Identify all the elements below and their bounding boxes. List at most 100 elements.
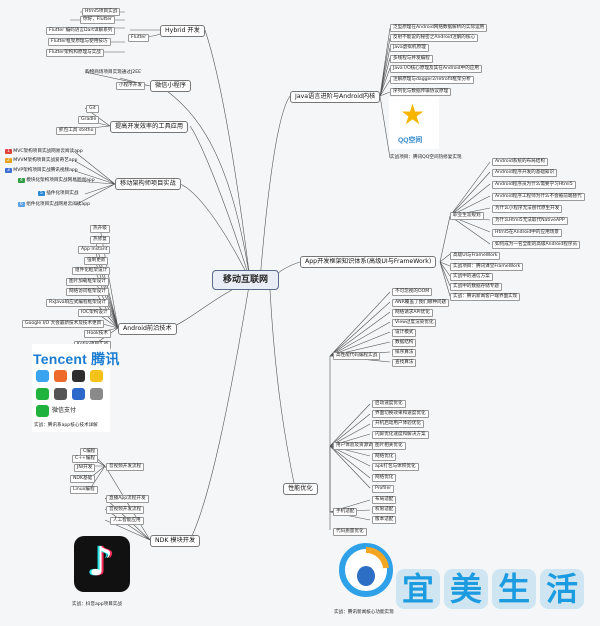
- fw-item-0[interactable]: Android系统的布局结构: [492, 158, 548, 166]
- perf-c-1[interactable]: 权限适配: [372, 506, 397, 514]
- mini-item-0[interactable]: 小程序开发: [116, 82, 145, 90]
- fw-item-10[interactable]: 实战中的通信方案: [450, 273, 493, 281]
- hybrid-flutter[interactable]: Flutter: [128, 34, 150, 42]
- ndk-item-4[interactable]: Linux编程: [70, 486, 98, 494]
- fw-item-4[interactable]: 为什么小程序无法替代原生开发: [492, 205, 563, 213]
- fw-title[interactable]: App开发框架知识体系(高级UI与FrameWork): [300, 256, 437, 268]
- frontier-item-8[interactable]: IOC架构设计: [78, 309, 111, 317]
- fw-item-12[interactable]: 实战：腾讯新闻客户端界面实现: [450, 293, 521, 301]
- arch-item-3[interactable]: 4 模块化架构项目实战网易新闻app: [18, 178, 95, 184]
- ndk-item-3[interactable]: NDK基础: [70, 475, 96, 483]
- ndk-caption: 实战：抖音app项目实战: [72, 602, 122, 607]
- perf-b-4[interactable]: 图片相关优化: [372, 442, 406, 450]
- ndk-item-7[interactable]: 人工智能应用: [110, 517, 144, 525]
- java-item-3[interactable]: 多线程与并发编程: [390, 55, 433, 63]
- ndk-title[interactable]: NDK 模块开发: [150, 535, 201, 547]
- hybrid-item-2[interactable]: Flutter 编码语言Dart详解系列: [46, 27, 116, 35]
- tools-item-1[interactable]: Gradle: [78, 116, 100, 124]
- frontier-item-0[interactable]: 热升级: [90, 225, 110, 233]
- perf-b-7[interactable]: 网络优化: [372, 474, 397, 482]
- fw-item-2[interactable]: Android程序员为什么需要学习Html5: [492, 181, 576, 189]
- perf-b-0[interactable]: 启动速度优化: [372, 400, 406, 408]
- perf-a-0[interactable]: 不可忽视的OOM: [392, 288, 433, 296]
- perf-b-1[interactable]: 界面切换效果和速度优化: [372, 410, 429, 418]
- perf-a-5[interactable]: 数据结构: [392, 339, 417, 347]
- arch-item-2[interactable]: 3 MVP架构项目实战腾讯视频app: [5, 168, 78, 174]
- star-icon: [90, 370, 103, 382]
- fw-item-6[interactable]: Html5在Android中的应用场景: [492, 229, 562, 237]
- arch-item-1[interactable]: 2 MVVM架构项目实战爱奇艺app: [5, 158, 77, 164]
- ndk-sub[interactable]: 音视频开发流程: [106, 463, 145, 471]
- watermark-char-2: 生: [492, 569, 536, 609]
- perf-b-8[interactable]: Profiler: [372, 485, 395, 493]
- qq-penguin-icon: [72, 370, 85, 382]
- perf-c-0[interactable]: 布局适配: [372, 496, 397, 504]
- perf-a-7[interactable]: 查找算法: [392, 359, 417, 367]
- frontier-item-10[interactable]: Hook技术: [84, 330, 111, 338]
- ndk-item-2[interactable]: JNI开发: [74, 464, 96, 472]
- perf-c-2[interactable]: 版本适配: [372, 516, 397, 524]
- frontier-item-4[interactable]: 组件化框架设计: [72, 267, 111, 275]
- fw-item-9[interactable]: 实战项目：腾讯课堂FrameWork: [450, 263, 524, 271]
- hybrid-item-4[interactable]: Flutter架构和原理与实战: [46, 49, 104, 57]
- fw-item-5[interactable]: 为什么Html5无法取代NativeAPP: [492, 217, 568, 225]
- frontier-item-2[interactable]: App Instant: [78, 246, 111, 254]
- ndk-item-1[interactable]: C++编程: [72, 455, 99, 463]
- frontier-item-9[interactable]: Google I/O 大会最新技术及技术更新: [22, 320, 105, 328]
- fw-sub[interactable]: 职业生涯规划: [450, 212, 484, 220]
- java-item-1[interactable]: 反射不能说的秘密之Android注解的核心: [390, 34, 479, 42]
- mini-title[interactable]: 微信小程序: [150, 80, 191, 92]
- hybrid-item-3[interactable]: Flutter框架原理与使用技巧: [48, 38, 111, 46]
- perf-b-6[interactable]: apk打包与体积优化: [372, 463, 419, 471]
- arch-item-0[interactable]: 1 MVC架构项目实战网易云阅读app: [5, 149, 83, 155]
- fw-item-11[interactable]: 实战中的数据存储专题: [450, 283, 502, 291]
- perf-sub4[interactable]: 代码质量优化: [333, 528, 367, 536]
- tools-title[interactable]: 提高开发效率的工具应用: [110, 121, 189, 133]
- frontier-title[interactable]: Android前沿技术: [118, 323, 177, 335]
- java-item-5[interactable]: 注解原理与dagger2/retrofit框架分析: [390, 76, 474, 84]
- tools-item-2[interactable]: 抓包工具 stetho: [56, 127, 97, 135]
- tools-item-0[interactable]: Git: [86, 105, 99, 113]
- perf-b-2[interactable]: 开机启动用户体验优化: [372, 420, 424, 428]
- java-item-0[interactable]: 泛型原理在Android网络数据解析的实际运用: [390, 24, 488, 32]
- frontier-item-5[interactable]: 图片加载框架设计: [66, 278, 109, 286]
- fw-item-8[interactable]: 高级UI与FrameWork: [450, 252, 501, 260]
- arch-item-4[interactable]: 5 插件化项目实战: [38, 191, 78, 197]
- hybrid-item-0[interactable]: Html5项目实战: [82, 8, 121, 16]
- frontier-item-1[interactable]: 热修复: [90, 236, 110, 244]
- perf-a-3[interactable]: View过度渲染优化: [392, 319, 437, 327]
- perf-a-1[interactable]: ANR覆盖了我们哪种问题: [392, 299, 450, 307]
- arch-title[interactable]: 移动架构师项目实战: [115, 178, 181, 190]
- fw-item-3[interactable]: Android程序工程师为什么不会被前端替代: [492, 193, 585, 201]
- perf-sub3[interactable]: 手机适配: [333, 508, 358, 516]
- center-node[interactable]: 移动互联网: [212, 270, 280, 290]
- java-item-6[interactable]: 序列化与数据传输协议原理: [390, 88, 452, 96]
- java-item-2[interactable]: Java虚拟机原理: [390, 44, 429, 52]
- perf-a-2[interactable]: 网络请求API优化: [392, 309, 433, 317]
- perf-a-6[interactable]: 排序算法: [392, 349, 417, 357]
- fw-item-7[interactable]: 如何成为一名全能的高级Android程序员: [492, 241, 581, 249]
- perf-title[interactable]: 性能优化: [283, 483, 318, 495]
- arch-item-5[interactable]: 6 组件化项目实战网易云阅读app: [18, 202, 90, 208]
- mini-sub[interactable]: 购物商场项目实现通过J2EE: [85, 70, 142, 75]
- perf-b-5[interactable]: 网络优化: [372, 453, 397, 461]
- ndk-item-5[interactable]: 直播App流程开发: [106, 495, 149, 503]
- perf-sub1[interactable]: 高性能代码编程实战: [333, 352, 381, 360]
- ndk-item-6[interactable]: 音视频开发流程: [106, 506, 145, 514]
- frontier-item-7[interactable]: RxJava响应式编程框架设计: [46, 299, 109, 307]
- arch-item-3-label: 模块化架构项目实战网易新闻app: [26, 178, 95, 183]
- perf-b-3[interactable]: 闪屏优化速度和解决方案: [372, 431, 429, 439]
- hybrid-item-1[interactable]: 你好，Flutter: [80, 16, 115, 24]
- frontier-item-6[interactable]: 网络访问框架设计: [66, 288, 109, 296]
- frontier-item-3[interactable]: 强制更新: [84, 257, 109, 265]
- qq-icon: [36, 370, 49, 382]
- app-icon-8: [90, 388, 103, 400]
- fw-item-1[interactable]: Android程序开发的基础知识: [492, 169, 558, 177]
- java-item-4[interactable]: Java I/O核心原理及其在Android中的应用: [390, 65, 482, 73]
- hybrid-title[interactable]: Hybrid 开发: [160, 25, 205, 37]
- wechat-icon: [36, 388, 49, 400]
- perf-a-4[interactable]: 设计模式: [392, 329, 417, 337]
- arch-tag-1: 2: [5, 158, 12, 163]
- java-title[interactable]: Java语言进阶与Android内核: [290, 91, 381, 103]
- perf-caption: 实战：腾讯新闻核心功能实现: [334, 610, 394, 615]
